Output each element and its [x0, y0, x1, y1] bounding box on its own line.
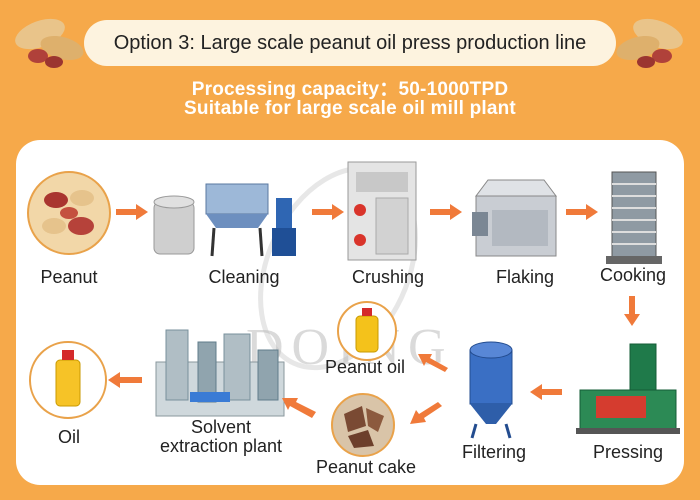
peanut-decoration-right-icon	[616, 18, 683, 68]
peanut-oil-bottle-image	[337, 301, 397, 361]
arrow-pressing-to-filtering-icon	[530, 384, 562, 400]
suitability-subtitle: Suitable for large scale oil mill plant	[184, 98, 516, 119]
arrow-crushing-to-flaking-icon	[430, 204, 462, 220]
peanut-decoration-left-icon	[15, 18, 84, 68]
arrow-cooking-to-pressing-icon	[624, 296, 640, 326]
step-label-flaking: Flaking	[495, 267, 555, 287]
filter-machine-image	[469, 341, 513, 439]
peanut-image	[27, 171, 111, 255]
page-title: Option 3: Large scale peanut oil press p…	[113, 31, 587, 54]
cleaning-machine-image	[153, 183, 296, 257]
step-label-cleaning: Cleaning	[208, 267, 280, 287]
step-label-peanut: Peanut	[40, 267, 98, 287]
arrow-filtering-to-peanut-cake-icon	[410, 402, 442, 424]
arrow-peanut-to-cleaning-icon	[116, 204, 148, 220]
pressing-machine-image	[576, 343, 680, 434]
arrow-cleaning-to-crushing-icon	[312, 204, 344, 220]
title-banner: Option 3: Large scale peanut oil press p…	[84, 20, 616, 66]
cooking-machine-image	[606, 171, 662, 264]
step-label-solvent-extraction: Solvent extraction plant	[159, 417, 283, 456]
flaking-machine-image	[472, 179, 557, 257]
arrow-flaking-to-cooking-icon	[566, 204, 598, 220]
peanut-cake-image	[331, 393, 395, 457]
arrow-peanut-cake-to-solvent-icon	[282, 398, 316, 418]
solvent-extraction-plant-image	[155, 329, 285, 417]
step-label-peanut-oil: Peanut oil	[324, 357, 406, 377]
oil-bottle-image	[29, 341, 107, 419]
step-label-filtering: Filtering	[461, 442, 527, 462]
arrow-filtering-to-peanut-oil-icon	[418, 354, 448, 372]
step-label-cooking: Cooking	[599, 265, 667, 285]
step-label-oil: Oil	[58, 427, 80, 447]
step-label-pressing: Pressing	[592, 442, 664, 462]
step-label-peanut-cake: Peanut cake	[315, 457, 417, 477]
crushing-machine-image	[347, 161, 417, 261]
arrow-solvent-to-oil-icon	[108, 372, 142, 388]
step-label-crushing: Crushing	[351, 267, 425, 287]
capacity-subtitle: Processing capacity：50-1000TPD	[191, 79, 509, 100]
